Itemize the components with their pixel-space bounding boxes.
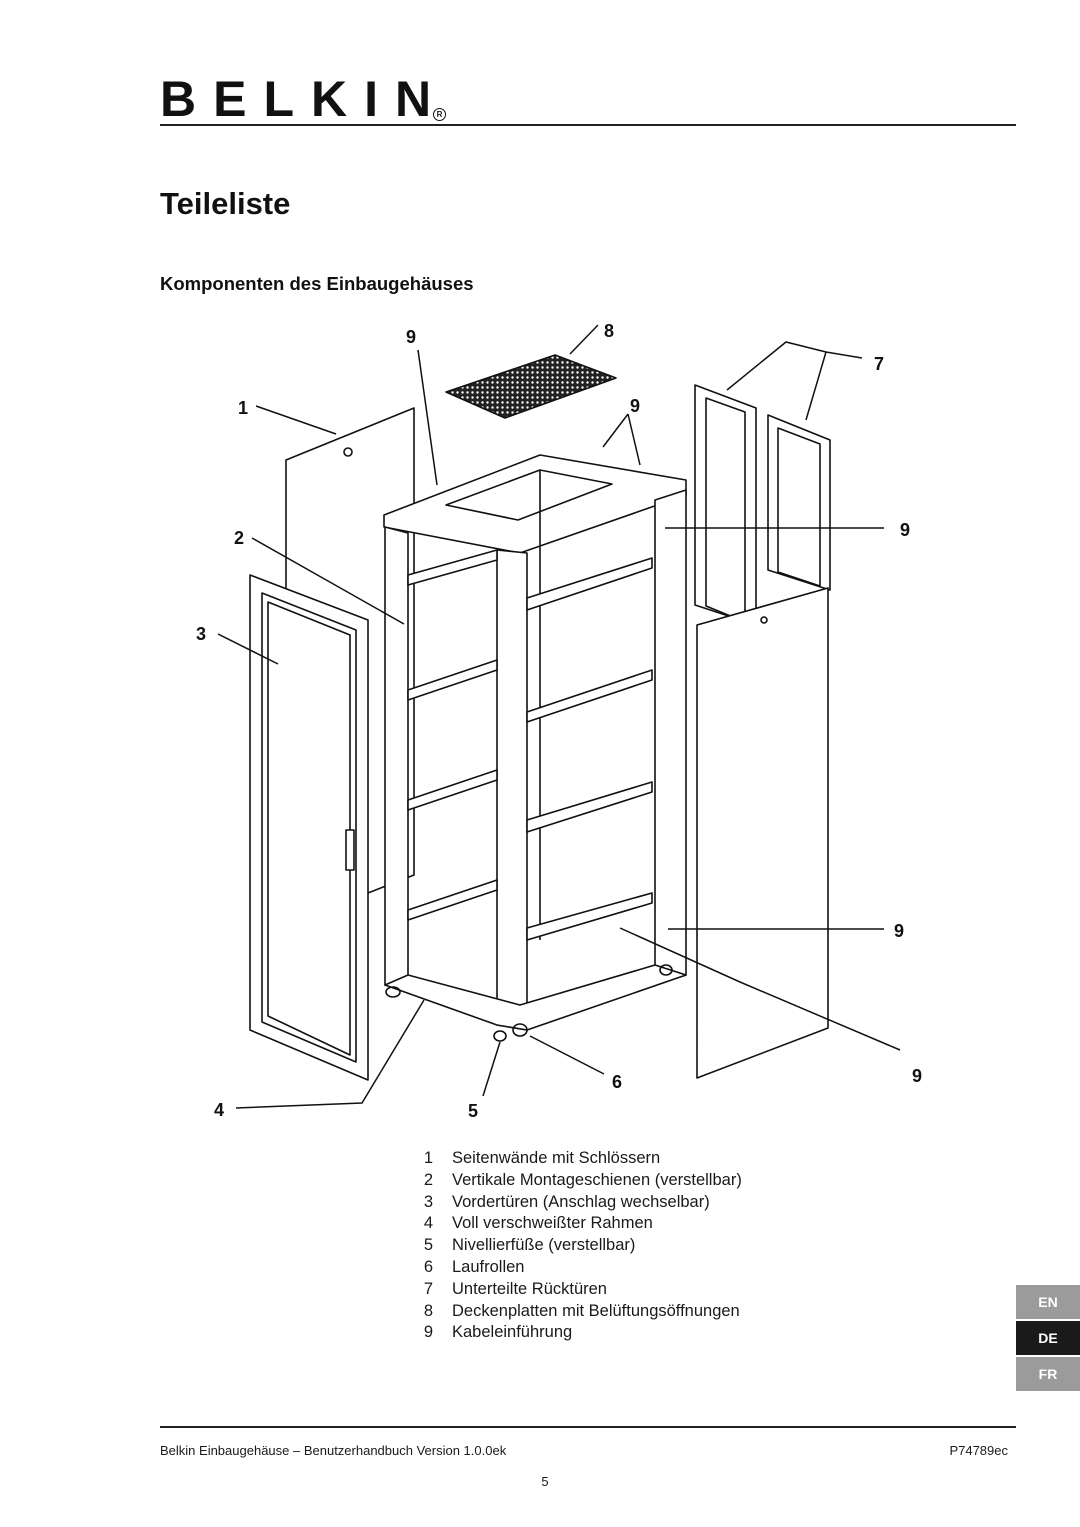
- page-number: 5: [541, 1474, 549, 1489]
- part-label: Laufrollen: [452, 1257, 525, 1276]
- top-vent-plate: [445, 354, 617, 419]
- language-tab-fr[interactable]: FR: [1016, 1357, 1080, 1391]
- part-number: 8: [423, 1301, 434, 1320]
- language-tab-en[interactable]: EN: [1016, 1285, 1080, 1319]
- language-tab-de[interactable]: DE: [1016, 1321, 1080, 1355]
- parts-list: 1 Seitenwände mit Schlössern 2 Vertikale M…: [416, 1148, 742, 1344]
- part-label: Vertikale Montageschienen (verstellbar): [452, 1170, 742, 1189]
- header-rule: [160, 124, 1016, 126]
- part-number: 5: [423, 1236, 434, 1255]
- section-subtitle: Komponenten des Einbaugehäuses: [160, 273, 474, 294]
- callout-7: 7: [874, 354, 884, 374]
- registered-mark: R: [433, 108, 446, 121]
- callout-9-top-right: 9: [630, 396, 640, 416]
- part-label: Kabeleinführung: [452, 1323, 573, 1342]
- callout-6: 6: [612, 1072, 622, 1092]
- list-item: 9 Kabeleinführung: [416, 1322, 742, 1344]
- part-number: 3: [423, 1192, 434, 1211]
- part-number: 9: [423, 1323, 434, 1342]
- callout-9-lower: 9: [894, 921, 904, 941]
- part-label: Seitenwände mit Schlössern: [452, 1149, 661, 1167]
- frame-top: [383, 454, 687, 554]
- page-title: Teileliste: [160, 186, 291, 221]
- front-door: [249, 574, 369, 1081]
- part-label: Deckenplatten mit Belüftungsöffnungen: [452, 1301, 740, 1320]
- list-item: 5 Nivellierfüße (verstellbar): [416, 1235, 742, 1257]
- list-item: 2 Vertikale Montageschienen (verstellbar): [416, 1170, 742, 1192]
- frame-post-rear-right: [654, 489, 687, 986]
- footer-title: Belkin Einbaugehäuse – Benutzerhandbuch …: [160, 1443, 507, 1458]
- callout-9-top: 9: [406, 327, 416, 347]
- part-number: 1: [423, 1149, 434, 1167]
- footer-product-code: P74789ec: [949, 1443, 1008, 1458]
- part-label: Nivellierfüße (verstellbar): [452, 1236, 636, 1255]
- list-item: 4 Voll verschweißter Rahmen: [416, 1213, 742, 1235]
- part-label: Unterteilte Rücktüren: [452, 1279, 607, 1298]
- callout-labels: 1 2 3 4 5 6 7 8 9 9 9 9 9: [196, 321, 922, 1121]
- part-number: 6: [423, 1257, 434, 1276]
- list-item: 8 Deckenplatten mit Belüftungsöffnungen: [416, 1301, 742, 1323]
- list-item: 1 Seitenwände mit Schlössern: [416, 1148, 742, 1170]
- list-item: 6 Laufrollen: [416, 1257, 742, 1279]
- callout-8: 8: [604, 321, 614, 341]
- rack-enclosure-diagram: 1 2 3 4 5 6 7 8 9 9 9 9 9: [196, 321, 922, 1121]
- frame-post-front-right: [496, 549, 528, 1031]
- callout-2: 2: [234, 528, 244, 548]
- callout-9-bottom: 9: [912, 1066, 922, 1086]
- list-item: 7 Unterteilte Rücktüren: [416, 1279, 742, 1301]
- rear-door-left: [694, 384, 757, 626]
- callout-9-side: 9: [900, 520, 910, 540]
- part-number: 2: [423, 1170, 434, 1189]
- rear-door-right: [767, 414, 831, 591]
- callout-4: 4: [214, 1100, 224, 1120]
- frame-base: [384, 964, 687, 1031]
- part-number: 7: [423, 1279, 434, 1298]
- belkin-logo: BELKIN: [160, 71, 449, 127]
- callout-5: 5: [468, 1101, 478, 1121]
- list-item: 3 Vordertüren (Anschlag wechselbar): [416, 1192, 742, 1214]
- part-label: Voll verschweißter Rahmen: [452, 1214, 653, 1233]
- rear-side-panel: [696, 587, 829, 1079]
- callout-1: 1: [238, 398, 248, 418]
- frame-post-front-left: [384, 526, 409, 991]
- callout-3: 3: [196, 624, 206, 644]
- part-number: 4: [423, 1214, 434, 1233]
- footer-rule: [160, 1426, 1016, 1428]
- part-label: Vordertüren (Anschlag wechselbar): [452, 1192, 710, 1211]
